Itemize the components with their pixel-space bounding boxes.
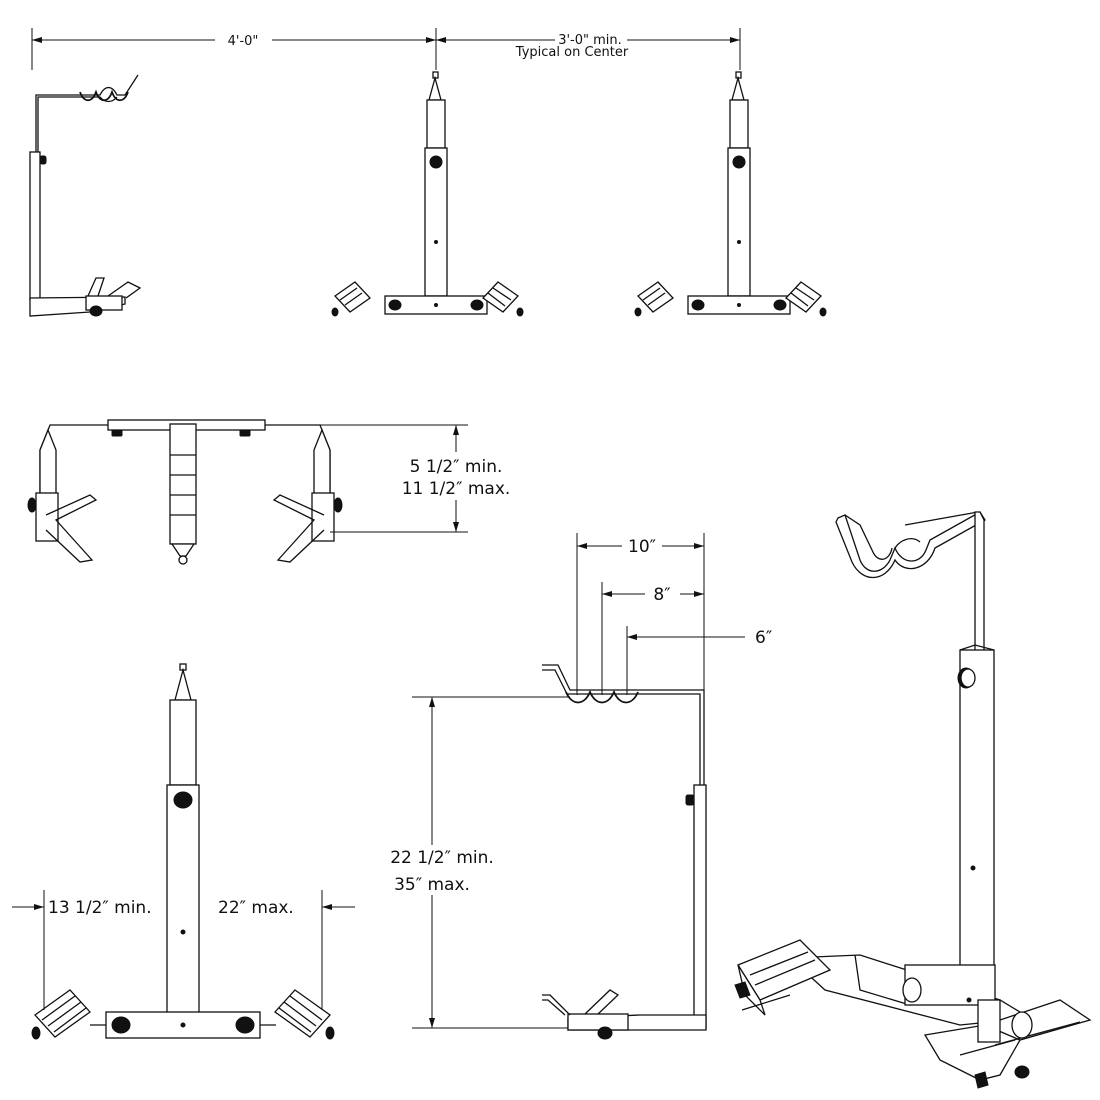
- width-dimension-lines: [12, 890, 355, 1010]
- front-view-rack-center: [331, 71, 524, 317]
- top-view-height-dimension: [320, 424, 468, 533]
- height-top-max-label: 11 1/2″ max.: [402, 479, 511, 499]
- side-view-rack-top-left: [29, 74, 142, 317]
- width-max-label: 22″ max.: [218, 898, 294, 918]
- depth-8-label: 8″: [653, 585, 670, 605]
- spacing-right-label: 3'-0" min.: [558, 33, 622, 48]
- height-top-min-label: 5 1/2″ min.: [410, 457, 503, 477]
- side-view-rack-bottom-center: [542, 664, 707, 1040]
- height-min-label: 22 1/2″ min.: [390, 848, 494, 868]
- height-max-label: 35″ max.: [394, 875, 470, 895]
- top-view-rack: [27, 419, 343, 565]
- spacing-left-label: 4'-0": [228, 34, 259, 49]
- height-dimension-lines: [412, 696, 570, 1029]
- spacing-right-sublabel: Typical on Center: [515, 45, 629, 60]
- depth-10-label: 10″: [628, 537, 656, 557]
- depth-6-label: 6″: [755, 628, 772, 648]
- width-min-label: 13 1/2″ min.: [48, 898, 152, 918]
- isometric-view-rack: [734, 511, 1092, 1089]
- spacing-dimension-lines: [31, 28, 741, 70]
- front-view-rack-bottom-left: [31, 663, 335, 1040]
- depth-dimension-lines: [576, 533, 745, 695]
- front-view-rack-right: [634, 71, 827, 317]
